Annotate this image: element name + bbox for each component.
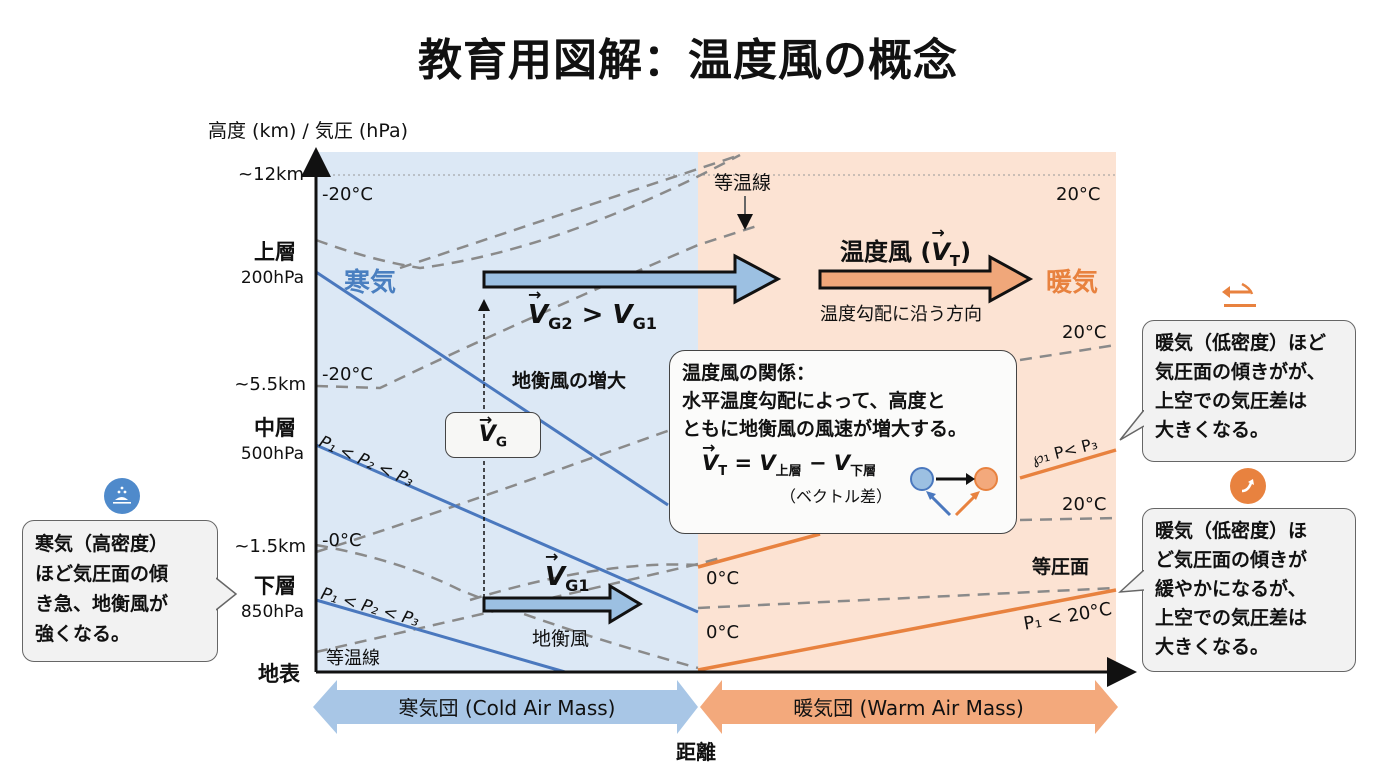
cold-callout-line: き急、地衡風が xyxy=(35,593,169,615)
formula-t: T xyxy=(718,464,728,480)
dense-air-icon xyxy=(104,478,140,514)
temp-cold-mid: -20°C xyxy=(322,364,373,385)
isobar-label: 等圧面 xyxy=(1032,556,1090,578)
vg1-label: VG1 xyxy=(545,547,590,596)
warm-upper-callout-line: 気圧面の傾きがが、 xyxy=(1155,361,1326,383)
page-title: 教育用図解：温度風の概念 xyxy=(418,35,958,86)
warm-upper-callout-line: 大きくなる。 xyxy=(1155,419,1270,441)
height-5-5km: ~5.5km xyxy=(234,374,306,395)
warm-lower-callout-line: 暖気（低密度）ほ xyxy=(1155,520,1308,542)
temp-cold-top: -20°C xyxy=(322,184,373,205)
layer-lower: 下層 xyxy=(254,574,296,598)
warm-lower-callout-line: 大きくなる。 xyxy=(1155,636,1270,658)
vg2-symbol: V xyxy=(528,285,548,330)
warm-lower-callout: 暖気（低密度）ほ ど気圧面の傾きが 緩やかになるが、 上空での気圧差は 大きくな… xyxy=(1142,508,1356,672)
formula-minus: − V xyxy=(801,451,851,475)
thermal-wind-info-box: 温度風の関係： 水平温度勾配によって、高度と ともに地衡風の風速が増大する。 V… xyxy=(669,350,1017,534)
warm-lower-callout-line: 上空での気圧差は xyxy=(1155,607,1308,629)
vg1-sub: G1 xyxy=(632,314,658,334)
geostrophic-label: 地衡風 xyxy=(532,628,590,650)
thermal-wind-label: 温度風 (VT) xyxy=(840,223,972,270)
info-line-2: 水平温度勾配によって、高度と xyxy=(682,390,946,412)
warm-lower-callout-line: ど気圧面の傾きが xyxy=(1155,549,1308,571)
rising-arrow-icon xyxy=(1230,468,1266,504)
temp-warm-low: 20°C xyxy=(1062,494,1107,515)
temp-cold-low: -0°C xyxy=(322,530,362,551)
vg2-gt-vg1-label: VG2 > VG1 xyxy=(528,285,658,334)
cold-callout: 寒気（高密度） ほど気圧面の傾 き急、地衡風が 強くなる。 xyxy=(22,520,218,662)
warm-upper-callout-line: 暖気（低密度）ほど xyxy=(1155,332,1327,354)
cold-callout-pointer xyxy=(216,577,238,611)
layer-middle: 中層 xyxy=(254,416,296,440)
geostrophic-increase-label: 地衡風の増大 xyxy=(512,370,627,392)
warm-upper-pointer xyxy=(1119,410,1144,441)
y-axis-title: 高度 (km) / 気圧 (hPa) xyxy=(208,120,409,142)
info-formula-note: （ベクトル差） xyxy=(780,487,893,507)
isotherm-label-bottom: 等温線 xyxy=(326,648,380,669)
pressure-200: 200hPa xyxy=(240,268,304,288)
warm-upper-callout: 暖気（低密度）ほど 気圧面の傾きがが、 上空での気圧差は 大きくなる。 xyxy=(1142,320,1356,462)
temp-warm-mid: 20°C xyxy=(1062,322,1107,343)
vg1-symbol: V xyxy=(612,300,633,330)
vg1-low-sub: G1 xyxy=(565,576,590,596)
thermal-close: ) xyxy=(960,238,972,266)
vg-box: VG xyxy=(445,398,541,458)
warm-air-mass-label: 暖気団 (Warm Air Mass) xyxy=(793,696,1024,720)
height-1-5km: ~1.5km xyxy=(234,536,306,557)
formula-v: V xyxy=(702,434,718,477)
formula-upper: 上層 xyxy=(775,464,802,480)
temp-warm-zero-2: 0°C xyxy=(706,622,740,643)
vg-sub: G xyxy=(495,434,508,451)
cold-air-mass-label: 寒気団 (Cold Air Mass) xyxy=(398,696,616,720)
thermal-direction-label: 温度勾配に沿う方向 xyxy=(820,304,982,325)
temp-warm-zero-1: 0°C xyxy=(706,568,740,589)
vector-diff-icon xyxy=(910,467,998,517)
thermal-sub: T xyxy=(949,251,961,270)
pressure-500: 500hPa xyxy=(240,444,304,464)
gt-symbol: > xyxy=(572,300,613,330)
height-12km: ~12km xyxy=(238,164,304,185)
warm-lower-callout-line: 緩やかになるが、 xyxy=(1155,578,1307,600)
info-formula: VT = V上層 − V下層 xyxy=(682,434,1004,486)
vg-symbol: V xyxy=(479,398,496,457)
thermal-wind-text: 温度風 ( xyxy=(840,238,932,266)
formula-eq: = V xyxy=(727,451,776,475)
pressure-850: 850hPa xyxy=(240,602,304,622)
cold-air-label: 寒気 xyxy=(344,268,397,298)
info-line-3: ともに地衡風の風速が増大する。 xyxy=(682,418,968,440)
warm-air-label: 暖気 xyxy=(1046,268,1099,298)
warm-upper-callout-line: 上空での気圧差は xyxy=(1155,390,1308,412)
cold-callout-line: 寒気（高密度） xyxy=(35,533,169,555)
warm-lower-pointer xyxy=(1118,570,1144,593)
vg1-low-symbol: V xyxy=(545,547,565,592)
temp-warm-top: 20°C xyxy=(1056,184,1101,205)
wind-arrow-icon xyxy=(1222,282,1256,307)
isotherm-label-top: 等温線 xyxy=(714,172,772,194)
layer-surface: 地表 xyxy=(258,662,300,686)
x-axis-title: 距離 xyxy=(676,740,716,764)
thermal-v-symbol: V xyxy=(931,223,950,266)
info-line-1: 温度風の関係： xyxy=(682,362,816,384)
cold-callout-line: 強くなる。 xyxy=(35,623,131,645)
vg2-sub: G2 xyxy=(548,314,573,334)
cold-callout-line: ほど気圧面の傾 xyxy=(35,563,169,585)
layer-upper: 上層 xyxy=(254,240,296,264)
formula-lower: 下層 xyxy=(850,464,877,480)
